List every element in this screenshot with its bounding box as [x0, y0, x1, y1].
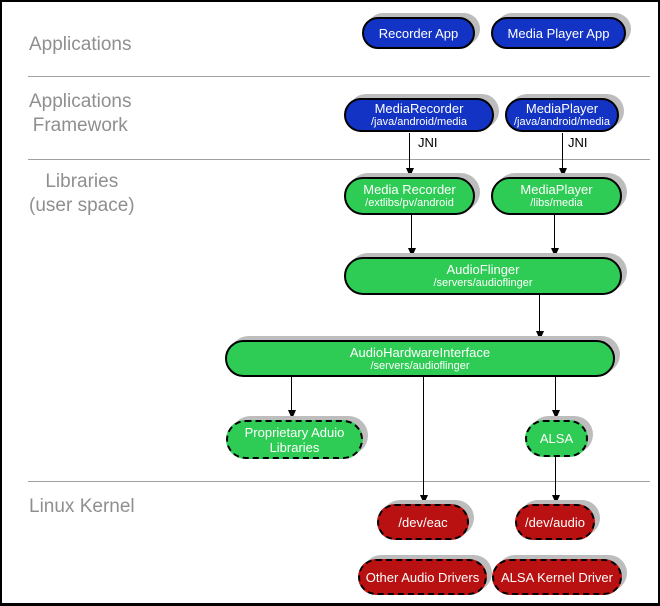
arrowhead	[558, 168, 567, 177]
node-sublabel: /libs/media	[530, 197, 583, 209]
node-label: ALSA Kernel Driver	[501, 569, 613, 585]
jni-label-left: JNI	[418, 135, 438, 150]
divider-applications-framework	[28, 76, 650, 77]
node-sublabel: /extlibs/pv/android	[365, 197, 454, 209]
layer-label-linux-kernel: Linux Kernel	[29, 496, 135, 517]
node-alsa: ALSA	[525, 420, 588, 457]
node-label: Recorder App	[378, 25, 459, 41]
arrowhead	[551, 495, 560, 504]
node-dev-eac: /dev/eac	[377, 504, 469, 540]
node-alsa-kernel-driver: ALSA Kernel Driver	[492, 559, 622, 595]
arrow-alsa-to-dev-audio	[551, 457, 560, 504]
node-media-player-app: Media Player App	[491, 17, 626, 49]
node-audioflinger: AudioFlinger /servers/audioflinger	[344, 257, 622, 295]
arrowhead	[535, 331, 544, 340]
node-audiohardwareinterface: AudioHardwareInterface /servers/audiofli…	[225, 340, 615, 377]
node-label: MediaPlayer	[525, 101, 599, 116]
arrowhead	[407, 248, 416, 257]
arrowhead	[551, 410, 560, 419]
node-other-audio-drivers: Other Audio Drivers	[358, 559, 487, 595]
arrow-mediarecorder-to-lib	[405, 133, 414, 177]
node-label: MediaRecorder	[374, 101, 464, 116]
arrowhead	[419, 495, 428, 504]
node-label: Other Audio Drivers	[365, 569, 480, 585]
arrowhead	[550, 248, 559, 257]
arrowhead	[405, 168, 414, 177]
node-sublabel: /servers/audioflinger	[433, 277, 533, 289]
node-mediarecorder-framework: MediaRecorder /java/android/media	[344, 98, 494, 132]
arrow-hwinterface-to-proprietary	[287, 377, 296, 419]
layer-label-applications-framework: Applications Framework	[29, 91, 132, 136]
node-media-recorder-lib: Media Recorder /extlibs/pv/android	[344, 177, 475, 215]
layer-label-applications: Applications	[29, 34, 132, 55]
node-dev-audio: /dev/audio	[515, 504, 595, 540]
node-label: /dev/eac	[398, 514, 448, 530]
arrow-playerlib-to-audioflinger	[550, 215, 559, 257]
node-recorder-app: Recorder App	[362, 17, 475, 49]
jni-label-right: JNI	[568, 135, 588, 150]
node-proprietary-audio-libraries: Proprietary Aduio Libraries	[226, 420, 363, 459]
arrow-mediaplayer-to-lib	[558, 133, 567, 177]
node-mediaplayer-lib: MediaPlayer /libs/media	[491, 177, 622, 215]
node-label: MediaPlayer	[520, 182, 593, 197]
node-label: Media Player App	[507, 25, 610, 41]
layer-label-libraries-user-space: Libraries (user space)	[29, 171, 135, 216]
node-label: Proprietary Aduio Libraries	[244, 424, 345, 455]
arrowhead	[287, 410, 296, 419]
node-label: /dev/audio	[525, 514, 585, 530]
node-label: AudioHardwareInterface	[349, 344, 491, 360]
arrow-audioflinger-to-hwinterface	[535, 295, 544, 340]
node-label: AudioFlinger	[446, 262, 520, 277]
node-label: ALSA	[539, 431, 574, 446]
node-label: Media Recorder	[363, 182, 456, 197]
divider-framework-libraries	[28, 159, 650, 160]
arrow-hwinterface-to-alsa	[551, 377, 560, 419]
arrow-recorderlib-to-audioflinger	[407, 215, 416, 257]
arrow-hwinterface-to-dev-eac	[419, 377, 428, 504]
node-mediaplayer-framework: MediaPlayer /java/android/media	[505, 98, 619, 132]
node-sublabel: /java/android/media	[370, 116, 467, 128]
node-sublabel: /java/android/media	[513, 116, 610, 128]
node-sublabel: /servers/audioflinger	[370, 359, 470, 372]
divider-libraries-kernel	[28, 481, 650, 482]
